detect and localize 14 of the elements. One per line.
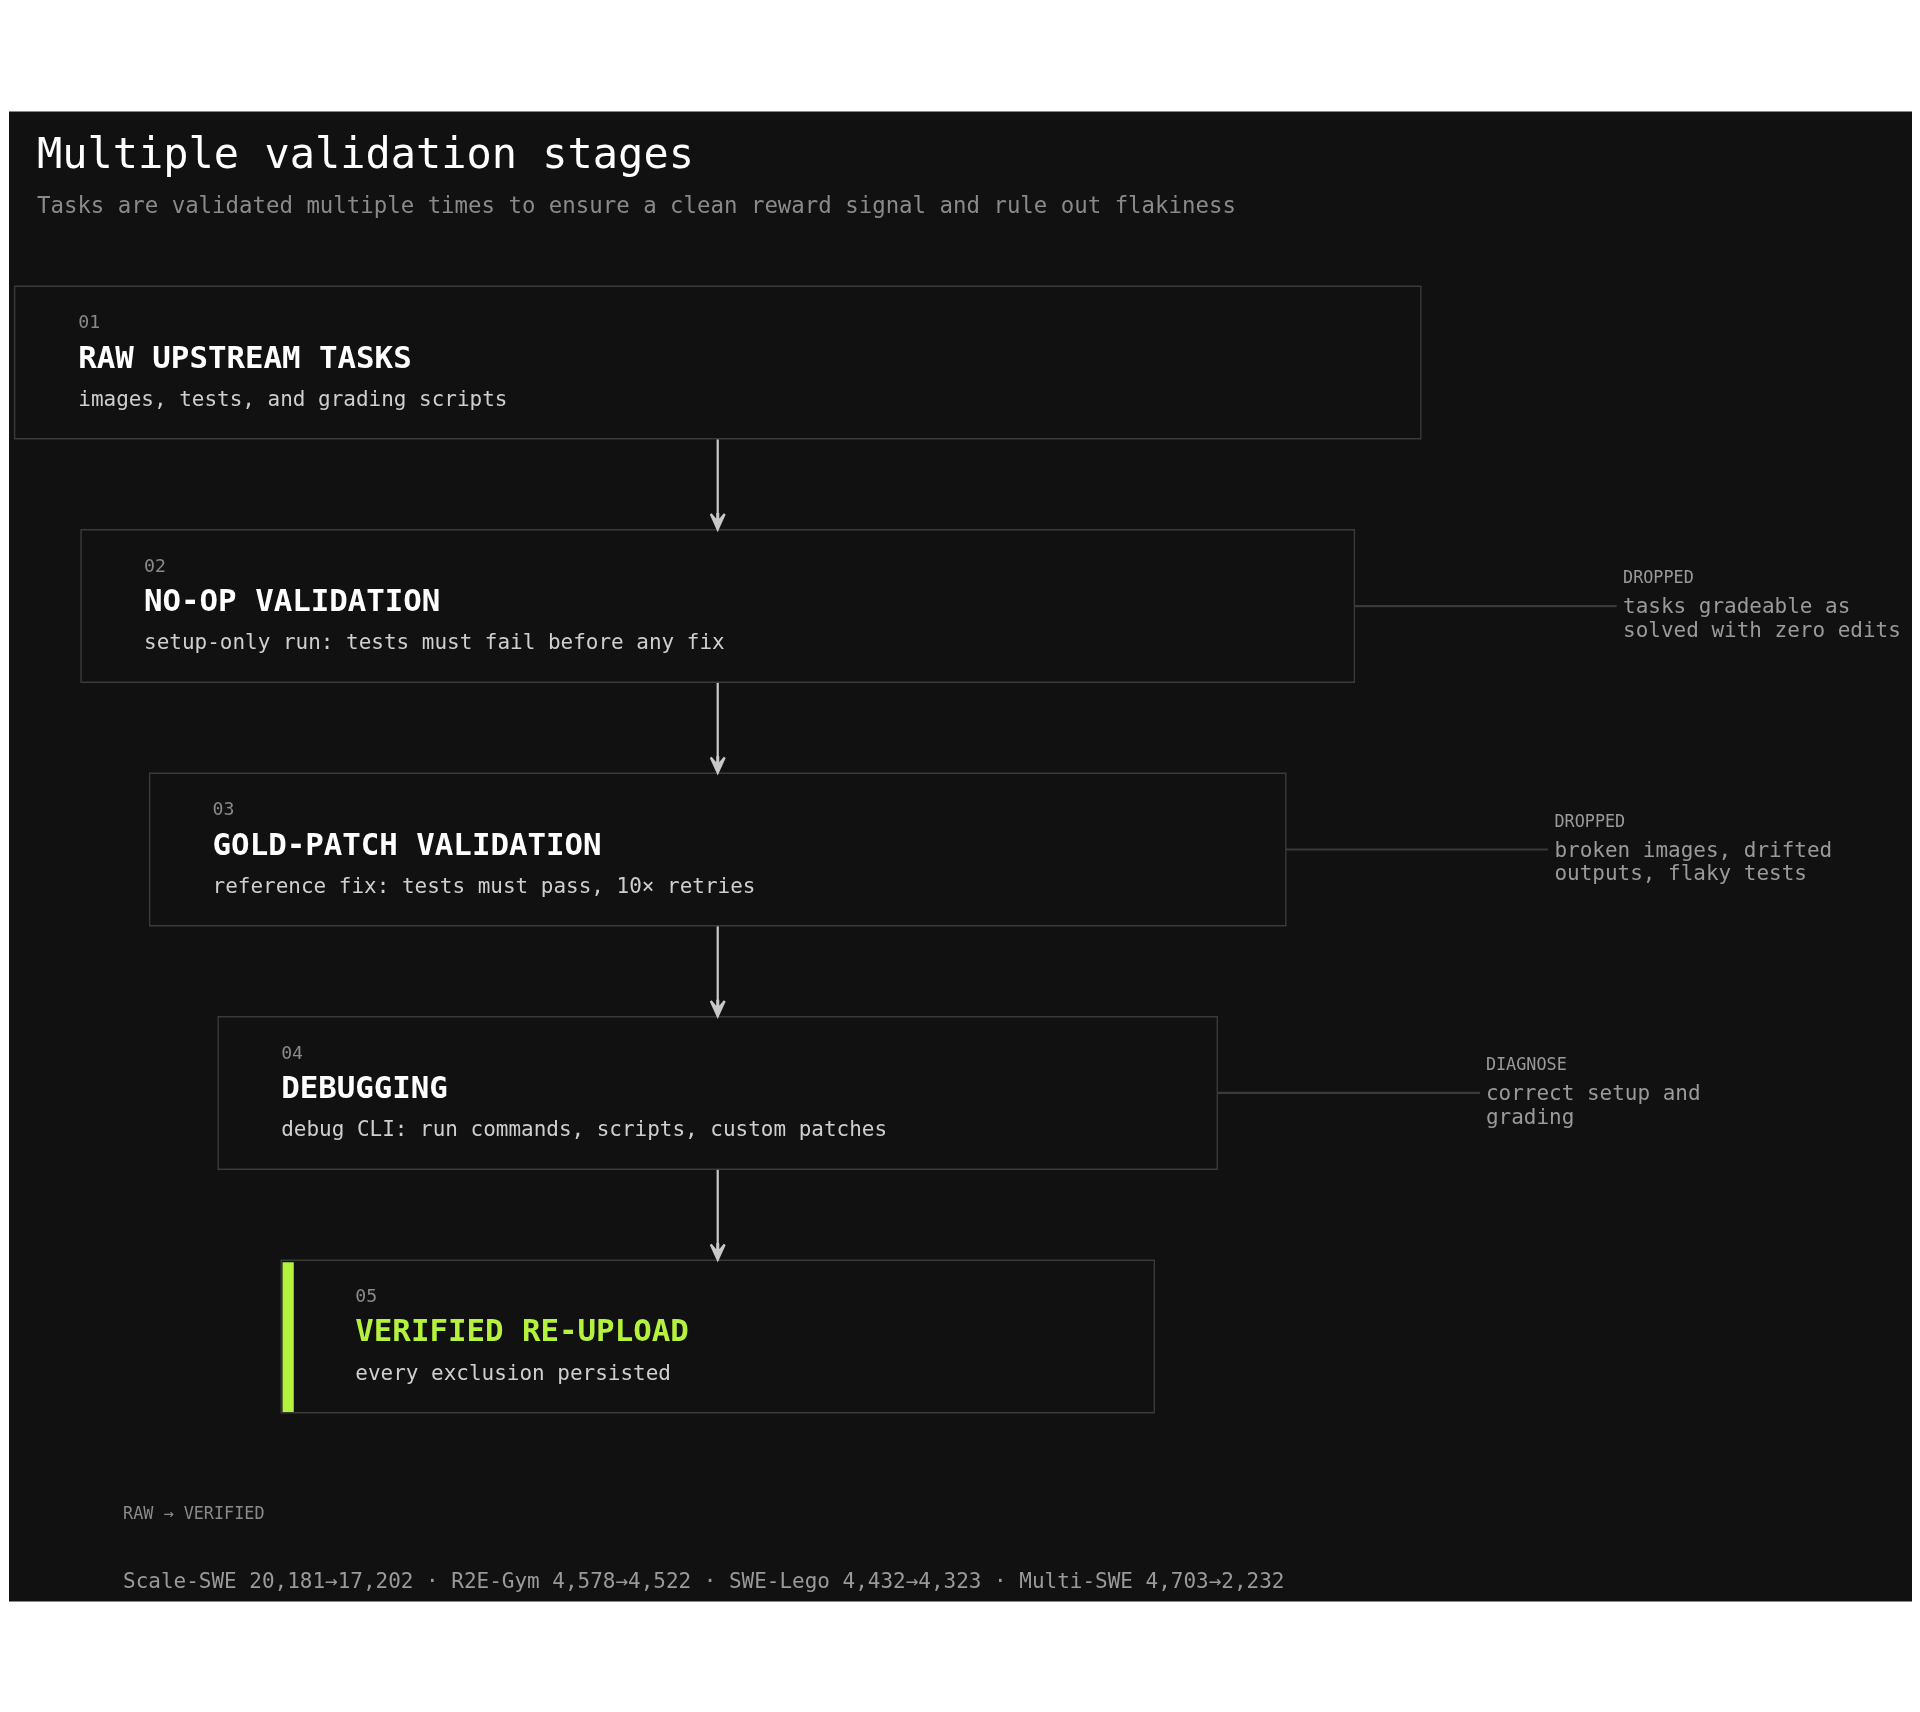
node-text: DIAGNOSE correct setup and grading bbox=[1485, 1053, 1701, 1129]
arrow bbox=[709, 925, 726, 1017]
connector bbox=[1285, 847, 1548, 851]
label: RAW → VERIFIED bbox=[122, 1502, 264, 1523]
node-text: DROPPED broken images, drifted outputs, flaky tests bbox=[1553, 810, 1832, 885]
connector bbox=[1216, 1091, 1480, 1094]
label: Scale-SWE 20,181→17,202 · R2E-Gym 4,578→4,522 · SWE-Lego 4,432→4,323 · Multi-SWE 4,703→2,232 bbox=[122, 1568, 1284, 1593]
arrow bbox=[709, 1169, 726, 1261]
caption: Tasks are validated multiple times to ensure a clean reward signal and rule out flakiness bbox=[36, 191, 1236, 218]
arrow bbox=[709, 438, 726, 531]
diagram-title: Multiple validation stages bbox=[36, 128, 694, 178]
connector bbox=[1354, 604, 1617, 607]
arrow bbox=[709, 682, 726, 774]
node-text: DROPPED tasks gradeable as solved with zero edits bbox=[1622, 566, 1901, 642]
